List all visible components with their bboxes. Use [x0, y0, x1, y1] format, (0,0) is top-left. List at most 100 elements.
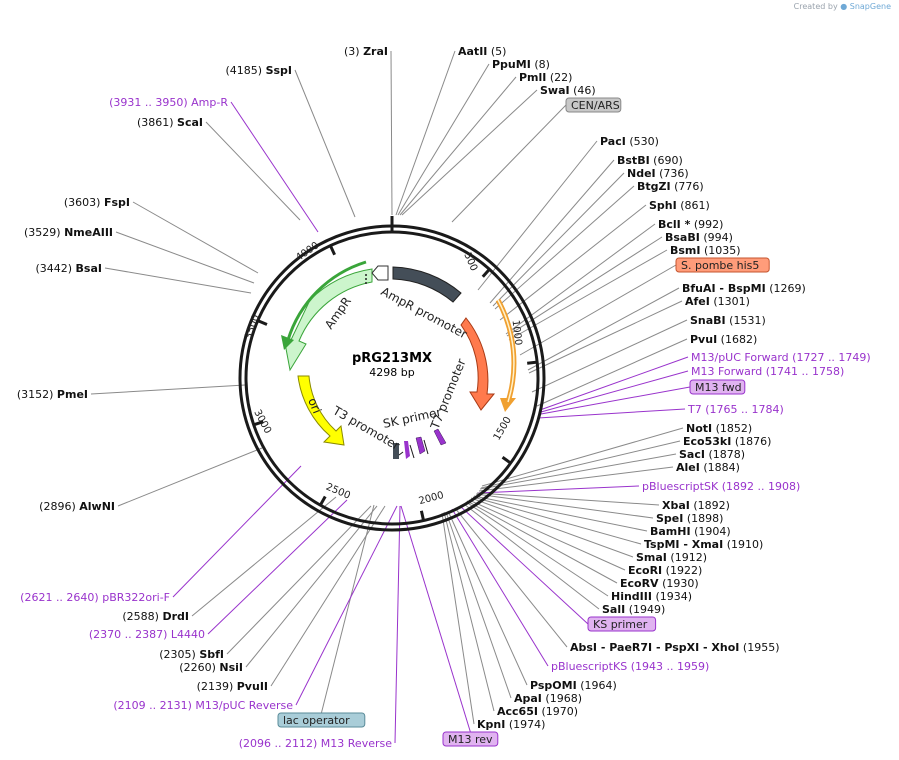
label-pbluescriptsk-1892-1908[interactable]: pBluescriptSK (1892 .. 1908): [642, 480, 800, 493]
label-afei-1301[interactable]: AfeI (1301): [685, 295, 750, 308]
label-bsabi-994[interactable]: BsaBI (994): [665, 231, 733, 244]
label-sspi-4185-leader: [294, 69, 356, 218]
label-tspmi-xmai-1910[interactable]: TspMI - XmaI (1910): [644, 538, 763, 551]
label-pvuii-2139-pre: (2139): [197, 680, 234, 693]
ampr-promoter-arrow[interactable]: [392, 266, 462, 303]
label-swai-46[interactable]: SwaI (46): [540, 84, 596, 97]
label-xbai-1892[interactable]: XbaI (1892): [662, 499, 730, 512]
svg-text:(2109 .. 2131) M13/pUC Revers: (2109 .. 2131) M13/pUC Reverse: [113, 699, 293, 712]
ampr-arrow[interactable]: [283, 268, 373, 372]
label-kpni-1974[interactable]: KpnI (1974): [477, 718, 545, 731]
svg-text:pBluescriptSK (1892 .. 1908): pBluescriptSK (1892 .. 1908): [642, 480, 800, 493]
label-pvui-1682[interactable]: PvuI (1682): [690, 333, 757, 346]
label-aatii-5[interactable]: AatII (5): [458, 45, 506, 58]
label-saci-1878-name: SacI: [679, 448, 705, 461]
label-m13-forward-1741-1758[interactable]: M13 Forward (1741 .. 1758): [691, 365, 844, 378]
svg-text:(3529) NmeAIII: (3529) NmeAIII: [24, 226, 113, 239]
tick-label-3500: 3500: [243, 313, 262, 341]
label-pmli-22[interactable]: PmlI (22): [519, 71, 572, 84]
label-ndei-736[interactable]: NdeI (736): [627, 167, 689, 180]
svg-text:(3603) FspI: (3603) FspI: [64, 196, 130, 209]
label-bsai-3442-name: BsaI: [76, 262, 102, 275]
label-btgzi-776[interactable]: BtgZI (776): [637, 180, 704, 193]
label-bcli-992[interactable]: BclI * (992): [658, 218, 723, 231]
label-s-pombe-his5[interactable]: S. pombe his5: [675, 257, 770, 273]
label-bsai-3442[interactable]: (3442) BsaI: [35, 262, 102, 275]
label-pbluescriptks-1943-1959-leader: [451, 508, 549, 667]
label-pvuii-2139[interactable]: (2139) PvuII: [197, 680, 268, 693]
svg-text:AfeI (1301): AfeI (1301): [685, 295, 750, 308]
label-noti-1852-post: (1852): [716, 422, 753, 435]
ori-arrow[interactable]: [297, 375, 345, 446]
label-paci-530[interactable]: PacI (530): [600, 135, 659, 148]
backbone-ring: [238, 216, 546, 532]
label-btgzi-776-name: BtgZI: [637, 180, 671, 193]
svg-text:(3442) BsaI: (3442) BsaI: [35, 262, 102, 275]
label-smai-1912[interactable]: SmaI (1912): [636, 551, 707, 564]
label-pmei-3152[interactable]: (3152) PmeI: [17, 388, 88, 401]
label-cen-ars[interactable]: CEN/ARS: [565, 97, 622, 113]
label-bfuai-bspmi-1269[interactable]: BfuAI - BspMI (1269): [682, 282, 806, 295]
label-m13-puc-reverse-2109-2131[interactable]: (2109 .. 2131) M13/pUC Reverse: [113, 699, 293, 712]
label-fspi-3603[interactable]: (3603) FspI: [64, 196, 130, 209]
label-sphi-861[interactable]: SphI (861): [649, 199, 710, 212]
label-drdi-2588[interactable]: (2588) DrdI: [122, 610, 189, 623]
label-pbr322ori-f-2621-2640[interactable]: (2621 .. 2640) pBR322ori-F: [20, 591, 170, 604]
label-hindiii-1934[interactable]: HindIII (1934): [611, 590, 692, 603]
label-m13-fwd[interactable]: M13 fwd: [689, 379, 746, 395]
label-nsii-2260[interactable]: (2260) NsiI: [179, 661, 243, 674]
label-m13-puc-forward-1727-1749[interactable]: M13/pUC Forward (1727 .. 1749): [691, 351, 871, 364]
label-nmeaiii-3529[interactable]: (3529) NmeAIII: [24, 226, 113, 239]
label-absi-paer7i-pspxi-xhoi-1955[interactable]: AbsI - PaeR7I - PspXI - XhoI (1955): [570, 641, 779, 654]
label-bsai-3442-pre: (3442): [35, 262, 72, 275]
label-ecori-1922[interactable]: EcoRI (1922): [628, 564, 702, 577]
label-l4440-2370-2387[interactable]: (2370 .. 2387) L4440: [89, 628, 205, 641]
tick-mark-4000: [329, 245, 336, 256]
label-saci-1878[interactable]: SacI (1878): [679, 448, 745, 461]
label-pbluescriptks-1943-1959[interactable]: pBluescriptKS (1943 .. 1959): [551, 660, 709, 673]
label-zrai-3-pre: (3): [344, 45, 360, 58]
label-afei-1301-post: (1301): [713, 295, 750, 308]
label-kpni-1974-post: (1974): [509, 718, 546, 731]
label-ecorv-1930[interactable]: EcoRV (1930): [620, 577, 699, 590]
label-amp-r-3931-3950[interactable]: (3931 .. 3950) Amp-R: [109, 96, 228, 109]
ampr-dot-3: [365, 282, 367, 284]
label-acc65i-1970[interactable]: Acc65I (1970): [497, 705, 578, 718]
label-sali-1949[interactable]: SalI (1949): [602, 603, 665, 616]
mcs-mark-2: [423, 439, 429, 455]
label-bamhi-1904[interactable]: BamHI (1904): [650, 525, 731, 538]
label-m13-rev[interactable]: M13 rev: [442, 731, 499, 747]
t7-promoter-arrow[interactable]: [460, 317, 496, 411]
label-alwni-2896[interactable]: (2896) AlwNI: [39, 500, 115, 513]
label-m13-puc-reverse-2109-2131-name: M13/pUC Reverse: [195, 699, 293, 712]
label-m13-reverse-2096-2112[interactable]: (2096 .. 2112) M13 Reverse: [239, 737, 392, 750]
label-t7-1765-1784-name: T7: [687, 403, 702, 416]
label-acc65i-1970-post: (1970): [541, 705, 578, 718]
label-bsmi-1035[interactable]: BsmI (1035): [670, 244, 741, 257]
label-smai-1912-name: SmaI: [636, 551, 667, 564]
label-lac-operator[interactable]: lac operator: [277, 712, 366, 728]
label-snabi-1531[interactable]: SnaBI (1531): [690, 314, 766, 327]
mcs-mark-3: [398, 451, 404, 456]
label-m13-rev-box: [442, 731, 499, 747]
label-absi-paer7i-pspxi-xhoi-1955-leader: [454, 507, 568, 648]
label-bstbi-690[interactable]: BstBI (690): [617, 154, 683, 167]
label-aatii-5-post: (5): [491, 45, 507, 58]
label-alei-1884[interactable]: AleI (1884): [676, 461, 740, 474]
label-ks-primer[interactable]: KS primer: [587, 616, 657, 632]
label-ppumi-8[interactable]: PpuMI (8): [492, 58, 550, 71]
label-apai-1968[interactable]: ApaI (1968): [514, 692, 582, 705]
label-t7-1765-1784[interactable]: T7 (1765 .. 1784): [687, 403, 784, 416]
label-sbfi-2305[interactable]: (2305) SbfI: [159, 648, 224, 661]
label-ecorv-1930-post: (1930): [662, 577, 699, 590]
label-xbai-1892-leader: [476, 492, 660, 506]
label-sspi-4185[interactable]: (4185) SspI: [225, 64, 292, 77]
label-noti-1852[interactable]: NotI (1852): [686, 422, 752, 435]
label-scai-3861[interactable]: (3861) ScaI: [137, 116, 203, 129]
label-spei-1898[interactable]: SpeI (1898): [656, 512, 723, 525]
label-spei-1898-post: (1898): [687, 512, 724, 525]
label-eco53ki-1876[interactable]: Eco53kI (1876): [683, 435, 771, 448]
ampr-outer-arc: [286, 260, 367, 341]
label-pspomi-1964[interactable]: PspOMI (1964): [530, 679, 617, 692]
label-zrai-3[interactable]: (3) ZraI: [344, 45, 388, 58]
